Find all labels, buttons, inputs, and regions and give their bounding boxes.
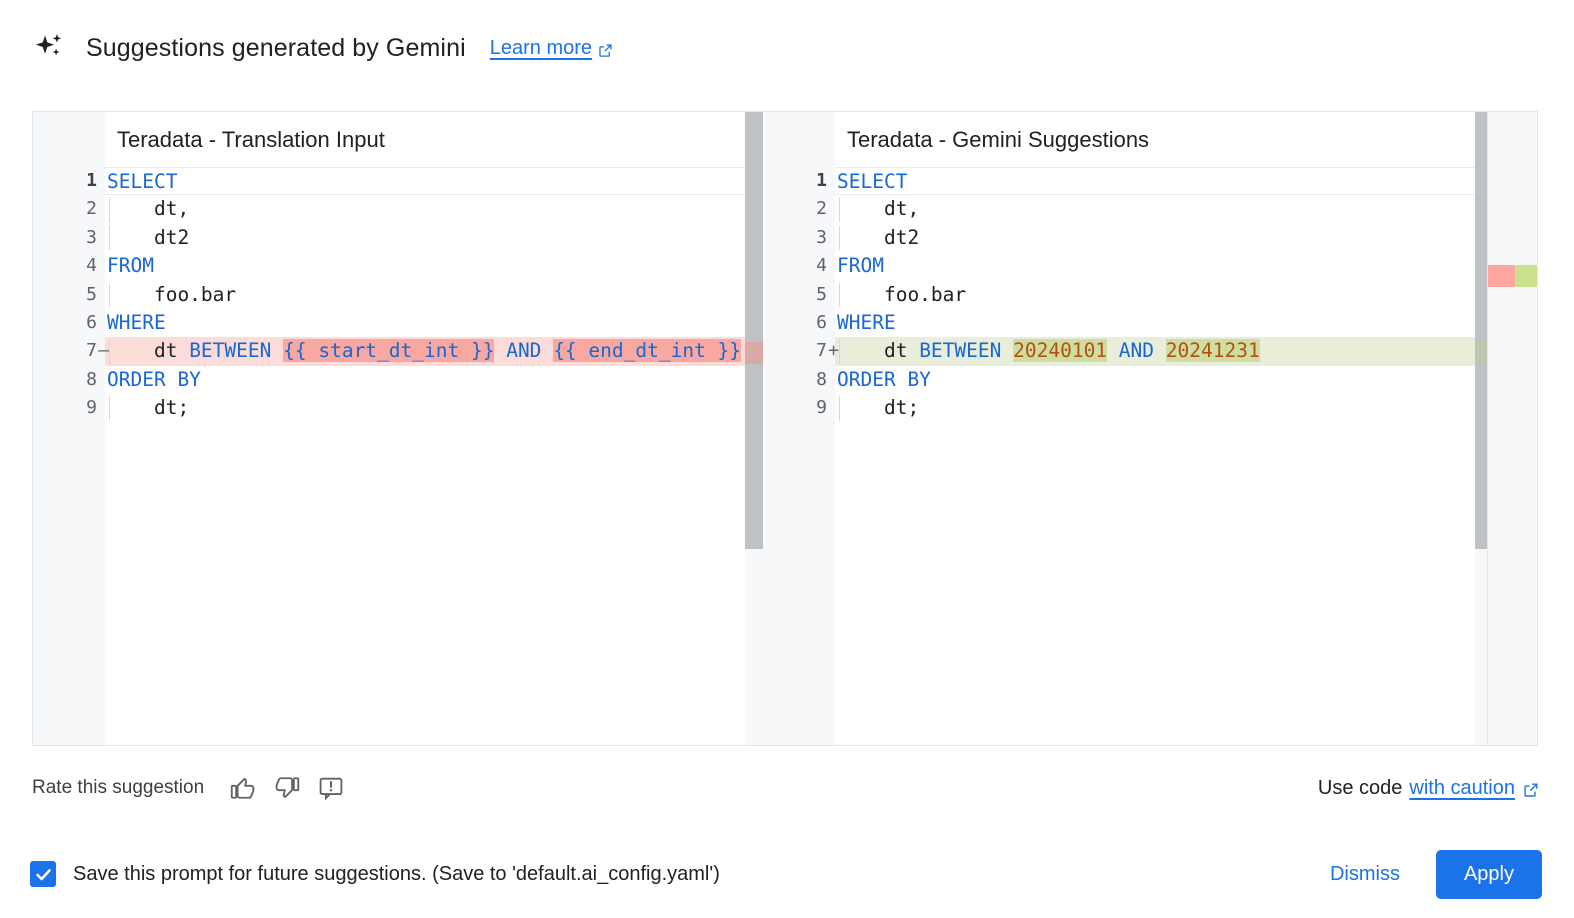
code-line: FROM [837,254,884,278]
pane-title-right: Teradata - Gemini Suggestions [835,112,1493,167]
indent-guide [109,396,110,421]
diff-overview-ruler[interactable] [1487,112,1537,745]
rate-icon-group [230,775,344,801]
line-number: 3 [86,226,97,248]
code-line: ORDER BY [837,367,931,391]
line-number-added: 7+ [816,340,839,362]
use-code-prefix: Use code [1317,776,1403,799]
scroll-marker-deleted [745,342,763,364]
code-editor-left[interactable]: Teradata - Translation Input SELECT dt, … [105,112,763,745]
line-number: 3 [816,226,827,248]
line-number: 4 [816,255,827,277]
rate-bar: Rate this suggestion [32,766,1538,810]
code-line: dt, [107,197,190,222]
indent-guide [839,396,840,421]
line-number: 8 [86,368,97,390]
code-line: dt; [107,396,190,421]
code-line: FROM [107,254,154,278]
code-line: dt, [837,197,920,222]
code-line: SELECT [105,167,763,196]
indent-guide [109,197,110,222]
indent-guide [109,225,110,251]
line-number: 2 [86,198,97,220]
added-token: 20240101 [1013,339,1108,363]
line-number: 6 [816,311,827,333]
diff-pane-right: 1 2 3 4 5 6 7+ 8 9 Teradata - Gemini Sug… [763,112,1493,745]
diff-pane-left: 1 2 3 4 5 6 7– 8 9 Teradata - Translatio… [33,112,763,745]
save-prompt-label: Save this prompt for future suggestions.… [73,862,720,885]
line-number: 4 [86,255,97,277]
with-caution-link[interactable]: with caution [1409,776,1515,799]
code-line: dt2 [107,225,190,251]
deleted-token: {{ start_dt_int }} [283,339,495,363]
line-number: 6 [86,311,97,333]
page-title: Suggestions generated by Gemini [86,33,466,62]
line-number-gutter-left: 1 2 3 4 5 6 7– 8 9 [33,112,109,745]
line-number: 1 [86,170,97,191]
footer-actions: Dismiss Apply [1318,849,1542,899]
line-number: 5 [86,283,97,305]
learn-more-link[interactable]: Learn more [490,37,613,60]
code-line: dt2 [837,225,920,251]
indent-guide [109,339,110,364]
footer-bar: Save this prompt for future suggestions.… [30,846,1542,902]
line-number: 5 [816,283,827,305]
code-line: dt; [837,396,920,421]
code-line-added: dt BETWEEN 20240101 AND 20241231 [835,337,1493,366]
code-line: WHERE [107,310,166,334]
diff-viewer: 1 2 3 4 5 6 7– 8 9 Teradata - Translatio… [32,111,1538,746]
scrollbar-left[interactable] [745,112,763,745]
code-line: foo.bar [107,282,237,307]
code-line-deleted: dt BETWEEN {{ start_dt_int }} AND {{ end… [105,337,763,366]
deleted-token: {{ end_dt_int }} [553,339,742,363]
added-token: 20241231 [1165,339,1260,363]
overview-marker-added [1515,265,1537,287]
indent-guide [109,282,110,307]
save-prompt-row: Save this prompt for future suggestions.… [30,861,720,887]
line-number: 8 [816,368,827,390]
indent-guide [839,225,840,251]
external-link-icon [598,41,613,57]
code-editor-right[interactable]: Teradata - Gemini Suggestions SELECT dt,… [835,112,1493,745]
dismiss-button[interactable]: Dismiss [1318,853,1412,896]
code-lines-right: SELECT dt, dt2 FROM foo.bar WHERE dt BET… [835,167,1493,423]
line-number: 1 [816,170,827,191]
learn-more-label: Learn more [489,36,593,59]
line-number: 9 [816,397,827,419]
code-line: SELECT [835,167,1493,196]
pane-title-left: Teradata - Translation Input [105,112,763,167]
indent-guide [839,197,840,222]
report-icon[interactable] [318,775,344,801]
panel-header: Suggestions generated by Gemini Learn mo… [32,26,613,70]
line-number: 9 [86,397,97,419]
use-code-notice: Use code with caution [1318,777,1538,800]
indent-guide [839,282,840,307]
external-link-icon [1523,781,1538,797]
code-lines-left: SELECT dt, dt2 FROM foo.bar WHERE dt BET… [105,167,763,423]
overview-marker-deleted [1488,265,1515,287]
sparkle-icon [32,31,66,65]
line-number: 2 [816,198,827,220]
code-line: WHERE [837,310,896,334]
thumb-up-icon[interactable] [230,775,256,801]
line-number-gutter-right: 1 2 3 4 5 6 7+ 8 9 [763,112,839,745]
code-line: foo.bar [837,282,967,307]
rate-group: Rate this suggestion [32,775,344,801]
scrollbar-thumb-left[interactable] [745,112,763,549]
line-number-deleted: 7– [86,340,109,362]
save-prompt-checkbox[interactable] [30,861,56,887]
thumb-down-icon[interactable] [274,775,300,801]
apply-button[interactable]: Apply [1435,849,1542,899]
indent-guide [839,339,840,364]
rate-label: Rate this suggestion [32,777,205,798]
code-line: ORDER BY [107,367,201,391]
